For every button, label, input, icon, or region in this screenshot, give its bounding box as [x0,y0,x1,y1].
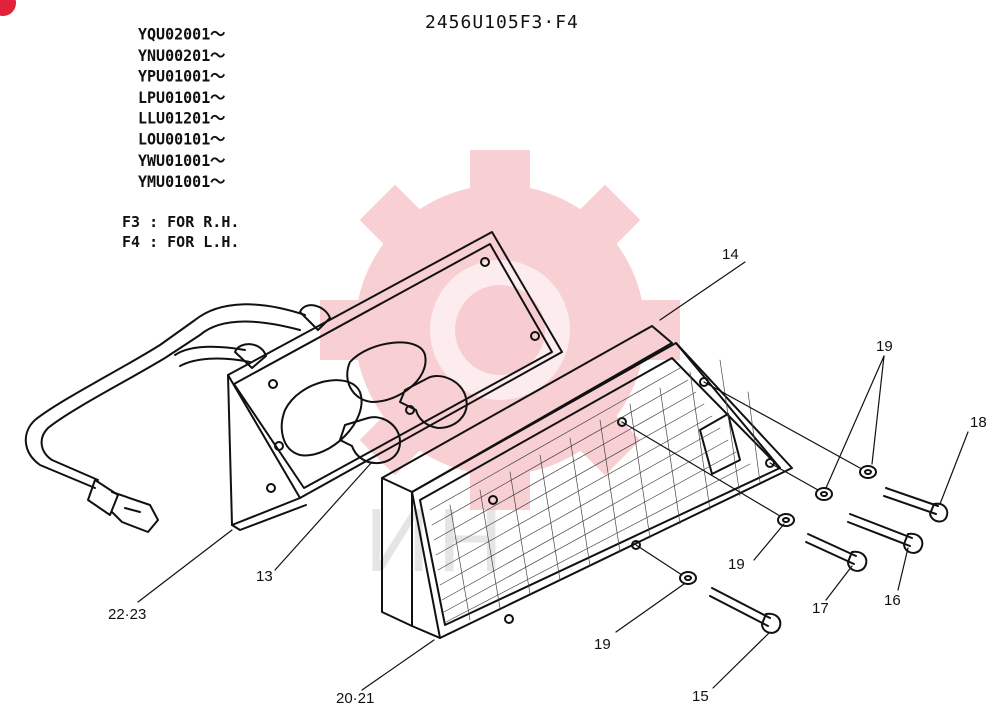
callout-19: 19 [728,556,745,573]
serial-item: YNU00201～ [138,46,226,65]
callout-19: 19 [876,338,893,355]
callout-18: 18 [970,414,987,431]
legend-item: F4 : FOR L.H. [122,233,240,251]
serial-item: YQU02001～ [138,25,226,44]
lamp-lens [381,325,793,639]
serial-item: LPU01001～ [138,88,226,107]
callout-16: 16 [884,592,901,609]
serial-item: YPU01001～ [138,67,226,86]
serial-item: LOU00101～ [138,130,226,149]
wire-harness [24,303,306,533]
callout-17: 17 [812,600,829,617]
lens-grid [429,359,761,623]
diagram-title: 2456U105F3·F4 [425,12,579,33]
washer [679,465,877,585]
callout-22-23: 22·23 [108,606,147,623]
screw [709,487,949,634]
serial-item: YMU01001～ [138,172,226,191]
leader-lines [137,261,969,691]
callout-13: 13 [256,568,273,585]
serial-item: YWU01001～ [138,151,226,170]
bulb [339,375,468,464]
corner-badge [0,0,16,16]
serial-list: YQU02001～ YNU00201～ YPU01001～ LPU01001～ … [138,24,225,192]
callout-19: 19 [594,636,611,653]
callout-20-21: 20·21 [336,690,375,707]
serial-item: LLU01201～ [138,109,226,128]
callout-15: 15 [692,688,709,705]
rear-socket [234,304,331,369]
callout-14: 14 [722,246,739,263]
legend-item: F3 : FOR R.H. [122,213,240,231]
variant-legend: F3 : FOR R.H. F4 : FOR L.H. [122,212,239,252]
screw-axis-lines [621,381,861,576]
